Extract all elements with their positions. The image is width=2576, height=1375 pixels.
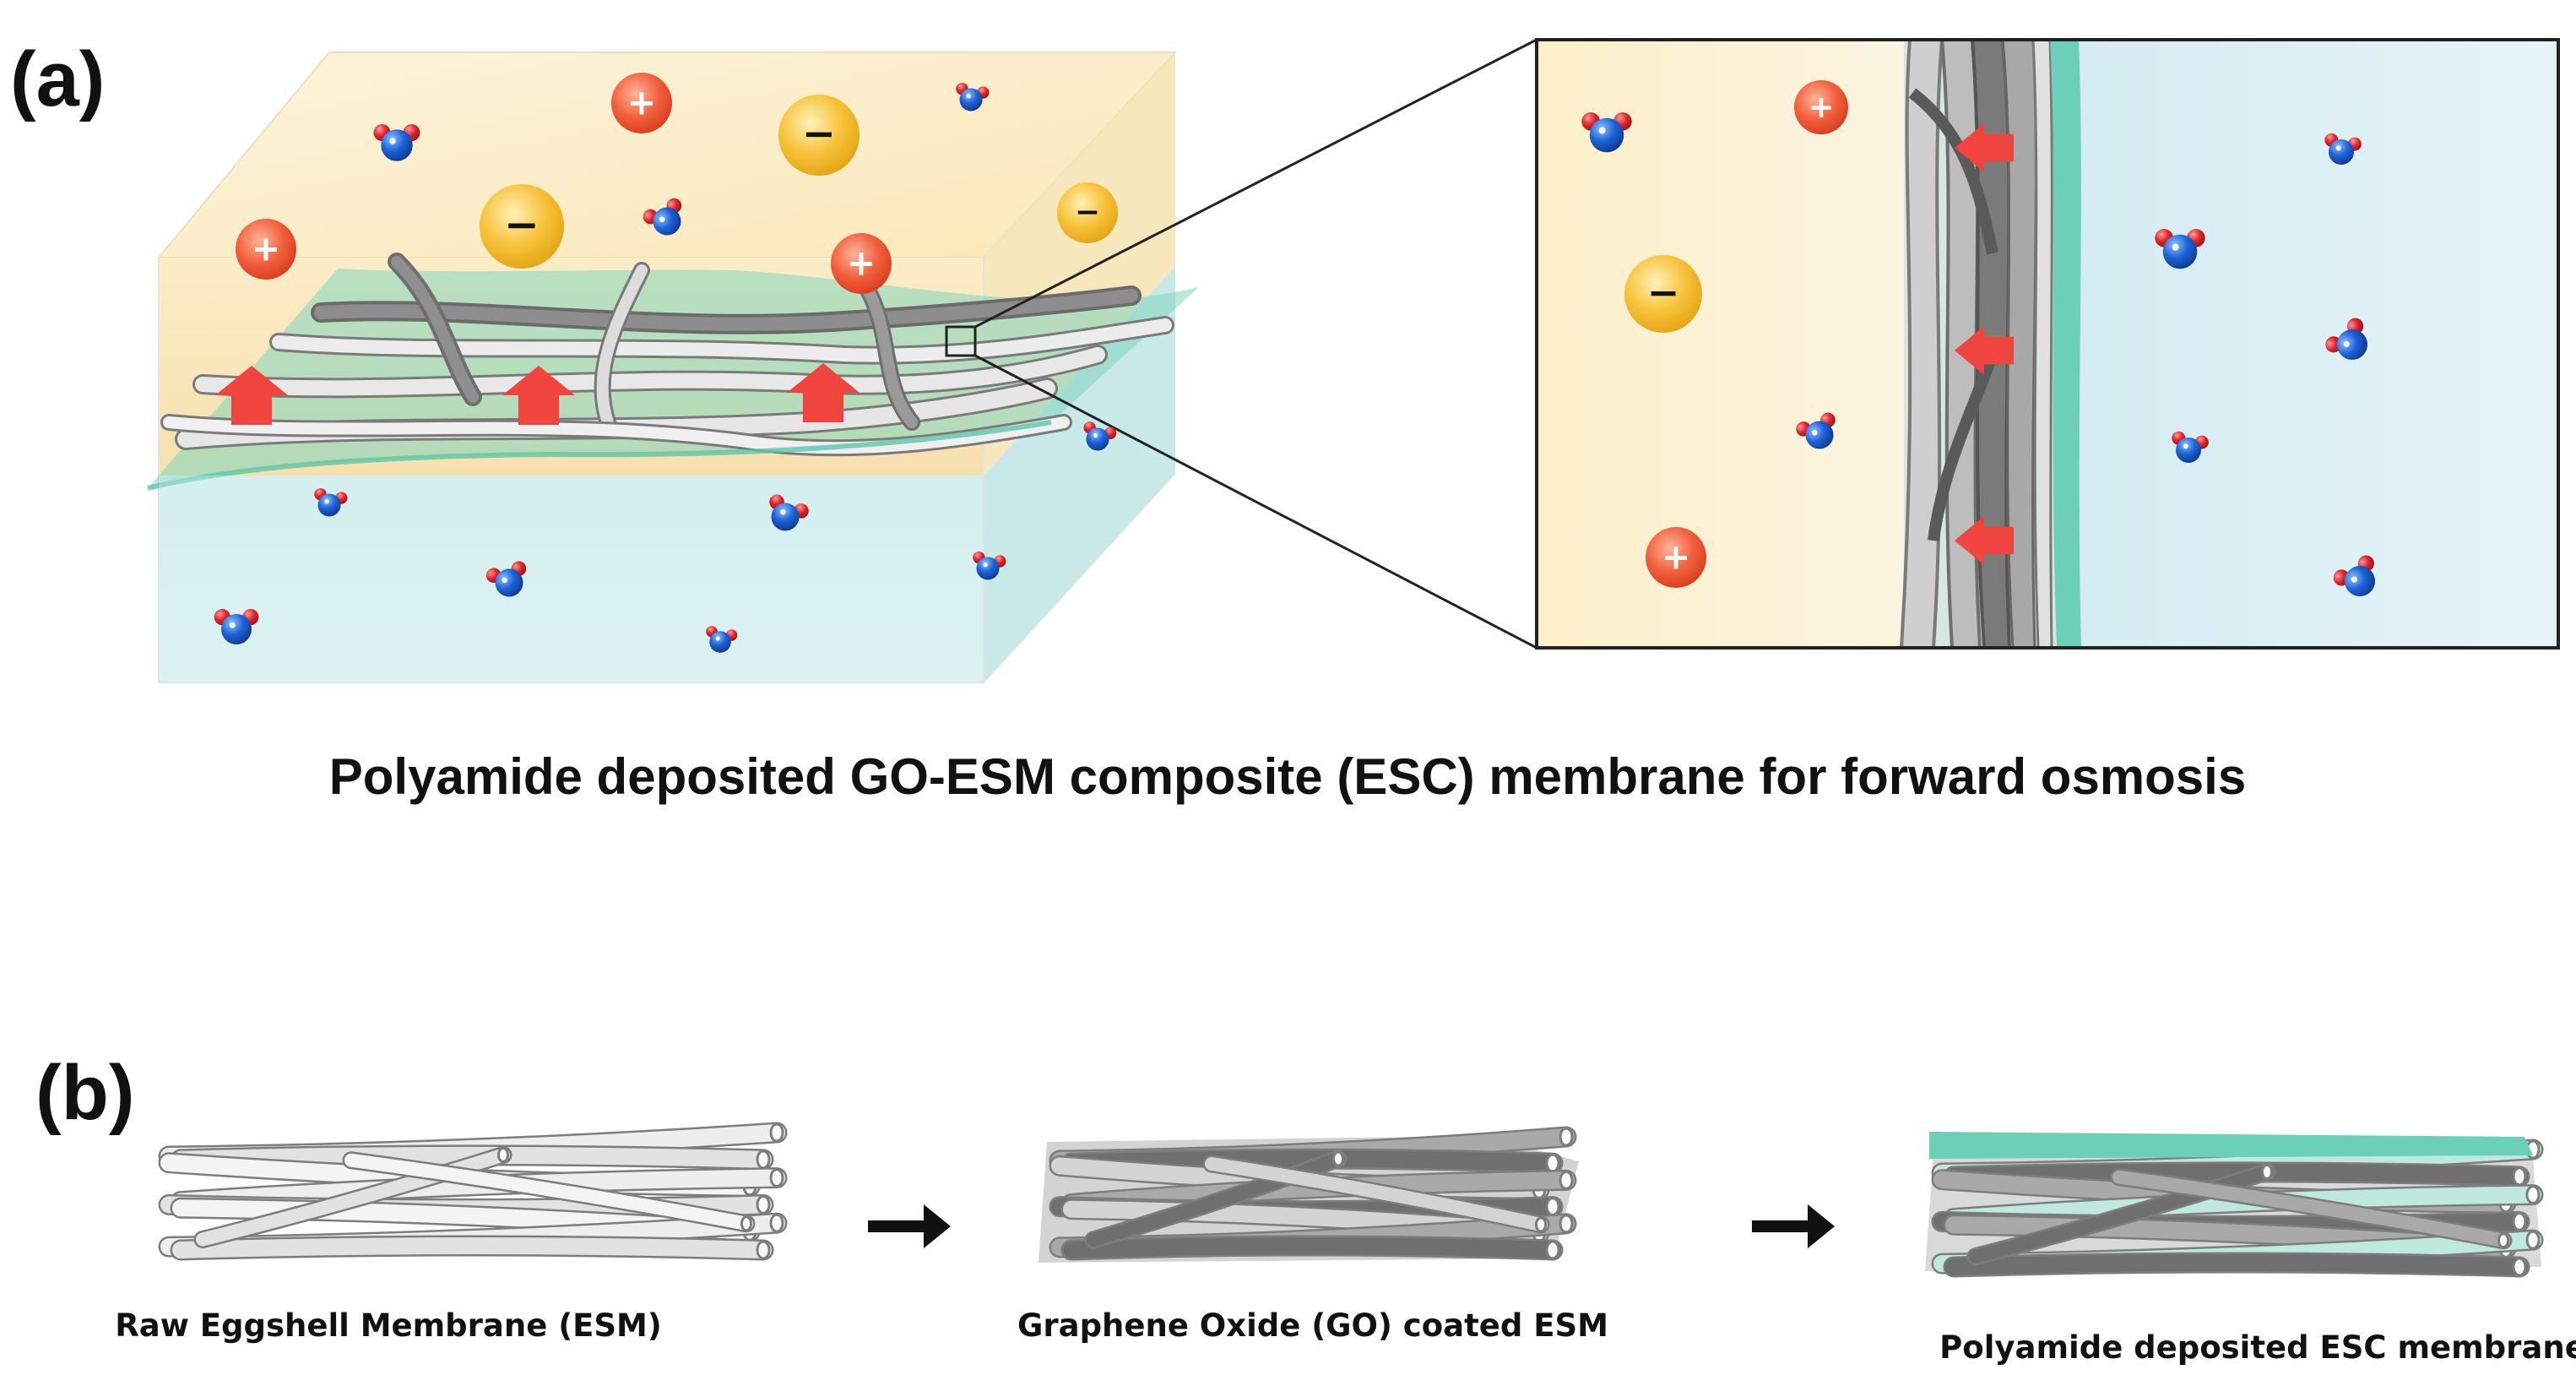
panel-b-steps bbox=[158, 1122, 2544, 1278]
particle-layer: + − − + − + + − + bbox=[214, 73, 2376, 653]
water-molecule-icon bbox=[643, 198, 682, 236]
water-molecule-icon bbox=[1083, 421, 1117, 451]
zoom-panel bbox=[1535, 38, 2560, 649]
cation-icon: + bbox=[611, 73, 672, 133]
step-3-label: Polyamide deposited ESC membrane bbox=[1939, 1329, 2576, 1366]
flux-arrow-icon bbox=[1955, 123, 2014, 172]
water-molecule-icon bbox=[314, 487, 348, 517]
water-molecule-icon bbox=[1581, 112, 1632, 153]
water-molecule-icon bbox=[973, 551, 1006, 580]
cation-icon: + bbox=[831, 233, 892, 294]
anion-icon: − bbox=[1057, 182, 1118, 243]
svg-text:+: + bbox=[847, 243, 876, 284]
svg-text:−: − bbox=[1075, 195, 1100, 230]
step-arrow-icon bbox=[868, 1204, 951, 1248]
zoom-feed-side bbox=[2069, 40, 2558, 648]
water-molecule-icon bbox=[2333, 555, 2376, 597]
panel-a-label: (a) bbox=[10, 36, 105, 122]
zoom-source-box bbox=[945, 325, 977, 357]
raw-esm-bundle bbox=[158, 1122, 788, 1261]
membrane-sheet bbox=[147, 253, 1199, 491]
water-molecule-icon bbox=[2155, 229, 2205, 269]
water-molecule-icon bbox=[1796, 412, 1836, 449]
flux-arrow-icon bbox=[502, 366, 575, 425]
flux-arrow-icon bbox=[1955, 326, 2014, 375]
fiber-bundle bbox=[160, 253, 1174, 457]
water-molecule-icon bbox=[2325, 318, 2368, 361]
svg-text:+: + bbox=[1809, 89, 1835, 125]
svg-text:−: − bbox=[1647, 269, 1680, 315]
water-molecule-icon bbox=[2324, 133, 2362, 165]
svg-text:+: + bbox=[1662, 537, 1691, 578]
step-1-label: Raw Eggshell Membrane (ESM) bbox=[115, 1307, 662, 1344]
zoom-line-top bbox=[974, 38, 1537, 329]
anion-icon: − bbox=[778, 95, 860, 176]
panel-a-caption: Polyamide deposited GO-ESM composite (ES… bbox=[329, 748, 2246, 805]
cation-icon: + bbox=[1646, 527, 1706, 588]
svg-text:+: + bbox=[252, 229, 281, 269]
go-coated-esm-bundle bbox=[1049, 1126, 1577, 1261]
step-arrow-icon bbox=[1752, 1204, 1835, 1248]
block-right-face-lower bbox=[984, 266, 1175, 682]
zoom-line-bottom bbox=[974, 354, 1537, 649]
flux-arrow-icon bbox=[215, 366, 288, 425]
panel-b-label: (b) bbox=[35, 1050, 134, 1136]
step-2-label: Graphene Oxide (GO) coated ESM bbox=[1017, 1307, 1608, 1344]
svg-text:−: − bbox=[802, 110, 836, 157]
feed-side-region bbox=[159, 476, 984, 682]
esc-membrane-bundle bbox=[1931, 1139, 2544, 1278]
svg-text:−: − bbox=[504, 200, 540, 249]
water-molecule-icon bbox=[769, 494, 809, 531]
zoom-frame bbox=[1535, 38, 2560, 649]
water-molecule-icon bbox=[485, 561, 527, 597]
cation-icon: + bbox=[236, 219, 296, 280]
flux-arrow-icon bbox=[787, 363, 860, 422]
water-molecule-icon bbox=[214, 609, 259, 644]
cation-icon: + bbox=[1794, 80, 1848, 134]
zoom-polyamide-layer bbox=[2050, 40, 2081, 648]
anion-icon: − bbox=[1624, 255, 1702, 333]
svg-text:+: + bbox=[627, 83, 657, 123]
flux-arrow-icon bbox=[1955, 516, 2014, 565]
water-molecule-icon bbox=[706, 626, 738, 653]
water-molecule-icon bbox=[373, 124, 420, 161]
anion-icon: − bbox=[480, 184, 564, 269]
water-molecule-icon bbox=[956, 82, 990, 111]
water-molecule-icon bbox=[2172, 431, 2209, 463]
polyamide-top-layer bbox=[1929, 1132, 2533, 1159]
